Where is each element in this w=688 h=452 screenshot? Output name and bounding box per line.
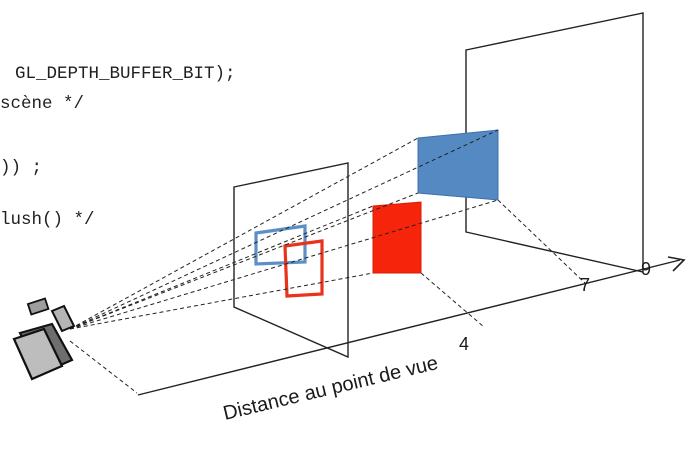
marker-label-9: 9 bbox=[641, 259, 651, 279]
code-line-call: )) ; bbox=[0, 158, 43, 178]
camera-icon bbox=[12, 297, 76, 381]
projection-line-camera bbox=[69, 340, 138, 394]
code-line-depth-buffer-bit: | GL_DEPTH_BUFFER_BIT); bbox=[0, 64, 236, 84]
code-line-flush-comment: lush() */ bbox=[0, 210, 95, 230]
axis-arrowhead bbox=[667, 256, 686, 272]
depth-axis bbox=[137, 259, 681, 396]
sight-lines bbox=[69, 129, 499, 330]
red-projection-outline bbox=[283, 239, 324, 298]
red-object bbox=[372, 201, 422, 274]
projection-line-4 bbox=[420, 272, 485, 328]
marker-label-7: 7 bbox=[580, 275, 590, 295]
near-plane bbox=[233, 162, 349, 359]
axis-label: Distance au point de vue bbox=[221, 352, 440, 425]
blue-projection-outline bbox=[254, 224, 307, 266]
code-line-scene-comment: scène */ bbox=[0, 94, 85, 114]
projection-line-7 bbox=[497, 199, 587, 285]
blue-object bbox=[417, 129, 499, 201]
marker-label-4: 4 bbox=[459, 334, 469, 354]
